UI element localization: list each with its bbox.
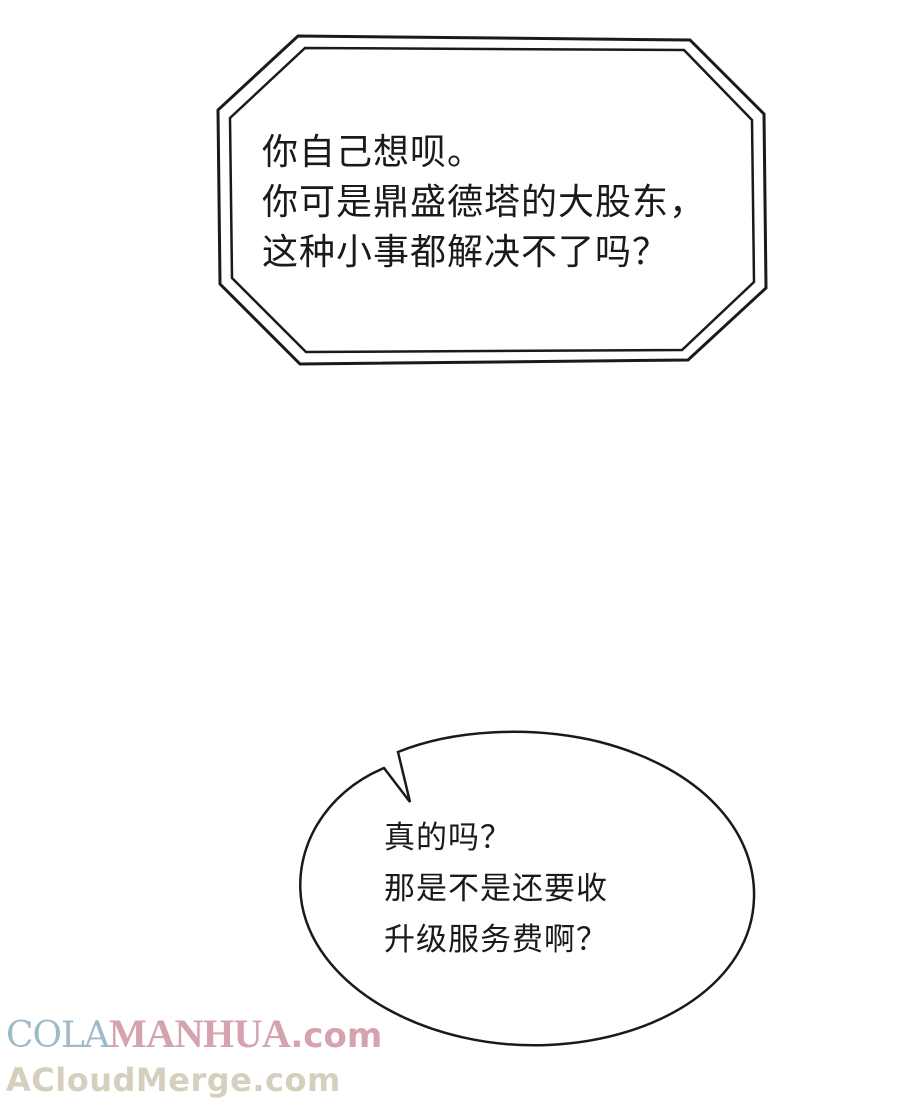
watermark-cola: COLA bbox=[6, 1015, 110, 1056]
speech-line: 这种小事都解决不了吗？ bbox=[262, 232, 670, 273]
top-bubble-inner-border bbox=[228, 46, 756, 354]
top-speech-text: 你自己想呗。 你可是鼎盛德塔的大股东， 这种小事都解决不了吗？ bbox=[262, 128, 706, 278]
watermark-dotcom: .com bbox=[290, 1016, 383, 1056]
speech-line: 真的吗？ bbox=[384, 820, 512, 856]
speech-line: 你可是鼎盛德塔的大股东， bbox=[262, 182, 707, 223]
watermark-line-colamanhua: COLAMANHUA.com bbox=[6, 1010, 426, 1058]
watermark-manhua: MANHUA bbox=[108, 1011, 291, 1056]
speech-line: 你自己想呗。 bbox=[262, 132, 485, 173]
bottom-speech-text: 真的吗？ 那是不是还要收 升级服务费啊？ bbox=[384, 813, 608, 966]
watermark-acloudmerge: ACloudMerge.com bbox=[6, 1061, 341, 1099]
watermark: COLAMANHUA.com ACloudMerge.com bbox=[6, 1010, 426, 1101]
bottom-bubble-outline bbox=[299, 730, 756, 1047]
speech-line: 那是不是还要收 bbox=[384, 871, 608, 907]
speech-line: 升级服务费啊？ bbox=[384, 922, 608, 958]
